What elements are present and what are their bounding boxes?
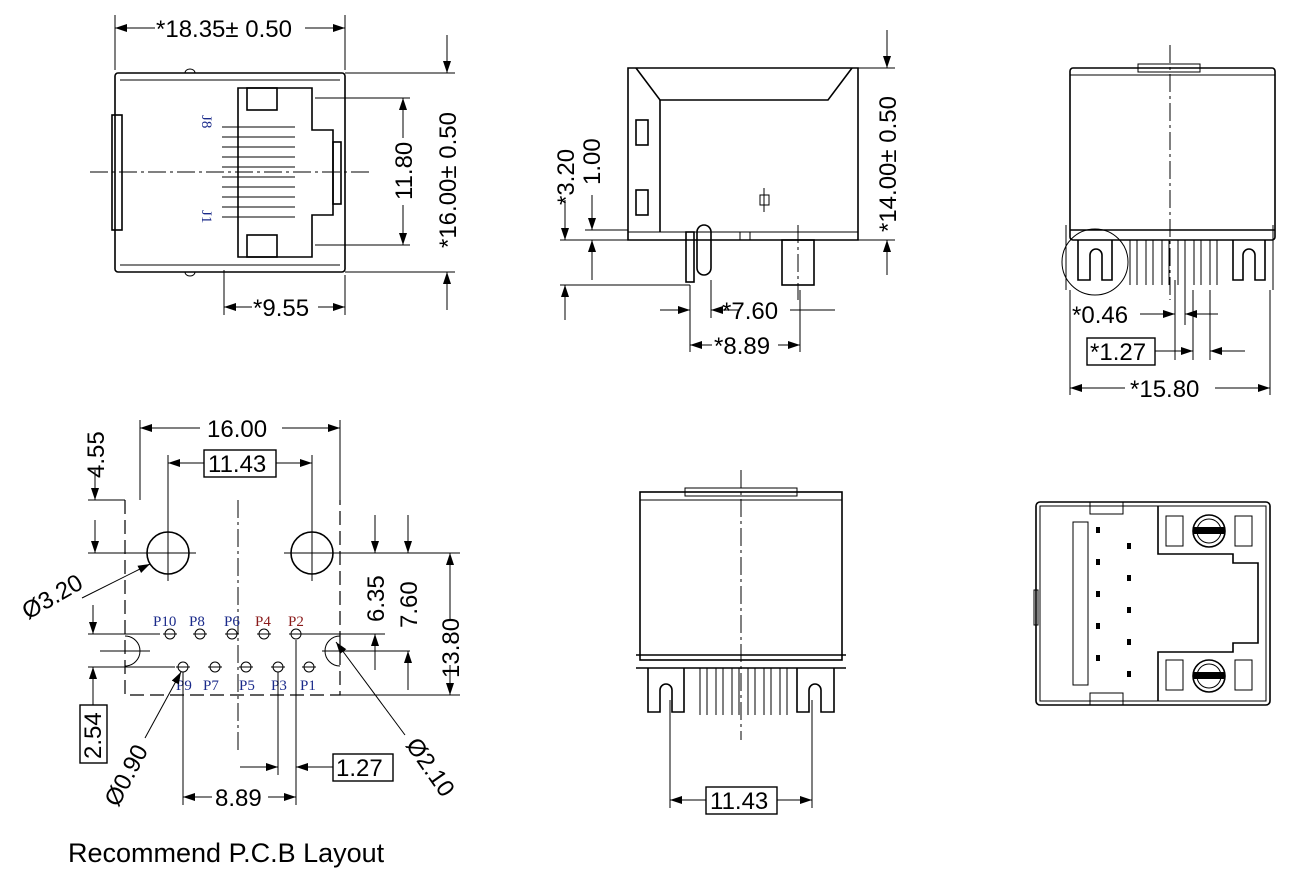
pin-label-j8: J8 xyxy=(198,115,214,128)
dim-3-20: *3.20 xyxy=(553,149,580,205)
pitch-dim: *1.27 xyxy=(1090,339,1146,366)
top-offset-dim: 4.55 xyxy=(83,431,110,478)
opening-dim: 11.80 xyxy=(391,142,418,200)
bottom-view xyxy=(1033,501,1271,706)
height-dim: *14.00± 0.50 xyxy=(875,96,902,232)
pin-width-dim: *0.46 xyxy=(1072,302,1128,329)
width-dim: 16.00 xyxy=(207,416,267,443)
rear-pins xyxy=(1129,240,1218,285)
pcb-layout-title: Recommend P.C.B Layout xyxy=(68,838,385,868)
pin-label-p4: P4 xyxy=(255,614,271,630)
pin-label-p10: P10 xyxy=(153,614,176,630)
pin-label-p7: P7 xyxy=(203,678,219,694)
contact-pins xyxy=(222,126,295,218)
row-pitch-dim: 2.54 xyxy=(80,712,107,759)
rear-view: *0.46 *1.27 *15.80 xyxy=(1061,45,1276,403)
pin-label-p1: P1 xyxy=(300,678,316,694)
pin-label-p3: P3 xyxy=(271,678,287,694)
dim-1-00: 1.00 xyxy=(579,138,606,185)
dim-7-60: 7.60 xyxy=(396,581,423,628)
side-view: *3.20 1.00 *14.00± 0.50 *7.60 *8.89 xyxy=(553,30,902,360)
pin-label-p5: P5 xyxy=(239,678,255,694)
bottom-pads xyxy=(1096,527,1131,677)
dim-6-35: 6.35 xyxy=(363,575,390,622)
hole-spacing-dim: 11.43 xyxy=(208,451,266,478)
big-hole-dim: Ø3.20 xyxy=(18,569,88,625)
pin-label-p2: P2 xyxy=(288,614,304,630)
dim-13-80: 13.80 xyxy=(438,618,465,678)
width-dim: *15.80 xyxy=(1130,376,1199,403)
width-dim: *18.35± 0.50 xyxy=(156,16,292,43)
pin-pitch-dim: 1.27 xyxy=(336,755,383,782)
lower-front-view: 11.43 xyxy=(636,470,846,815)
height-dim: *16.00± 0.50 xyxy=(435,112,462,248)
pin-label-p6: P6 xyxy=(224,614,240,630)
pin-span-dim: 8.89 xyxy=(215,785,262,812)
pin-span-dim: 11.43 xyxy=(710,788,768,815)
pcb-layout: P10 P8 P6 P4 P2 P9 P7 P5 P3 P1 16.00 11.… xyxy=(18,416,466,868)
lower-pins xyxy=(699,668,788,715)
dim-8-89: *8.89 xyxy=(714,333,770,360)
pin-label-j1: J1 xyxy=(198,210,214,223)
bottom-dim: *9.55 xyxy=(253,295,309,322)
pin-label-p9: P9 xyxy=(176,678,192,694)
pin-holes xyxy=(163,628,316,673)
pin-label-p8: P8 xyxy=(189,614,205,630)
dim-7-60: *7.60 xyxy=(722,298,778,325)
peg-hole-dim: Ø2.10 xyxy=(400,733,460,802)
front-view: J8 J1 *18.35± 0.50 11.80 *16.00± 0.50 *9… xyxy=(90,15,462,322)
